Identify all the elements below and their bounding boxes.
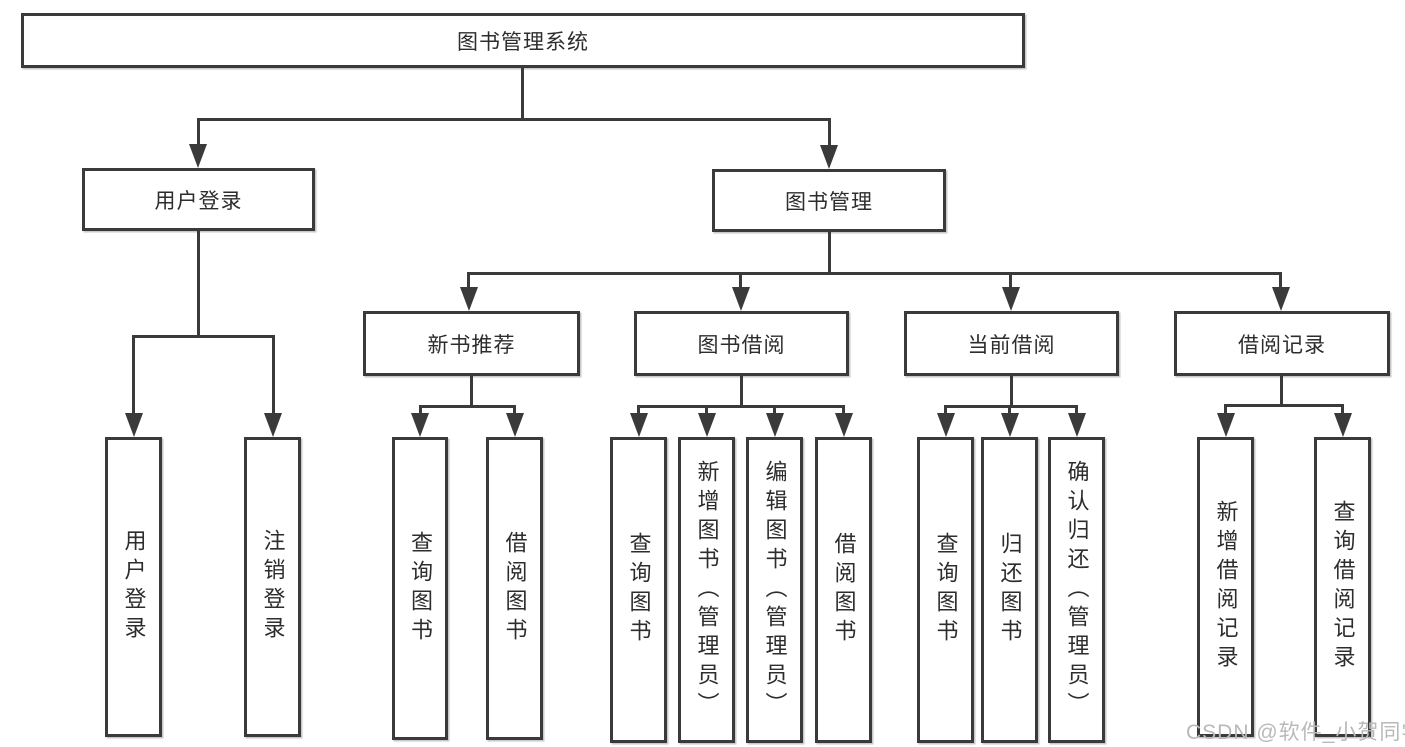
leaf-logout-label: 注销登录 xyxy=(260,529,286,645)
connector-line xyxy=(197,231,200,338)
leaf-borrow-edit-books-admin-label: 编辑图书（管理员） xyxy=(762,459,788,721)
leaf-current-confirm-return-admin-label: 确认归还（管理员） xyxy=(1064,459,1090,721)
arrow-down-icon xyxy=(820,145,838,169)
arrow-down-icon xyxy=(1334,413,1352,437)
leaf-current-query-books-label: 查询图书 xyxy=(933,532,959,648)
node-new-book-recommend: 新书推荐 xyxy=(363,311,580,376)
node-book-borrow: 图书借阅 xyxy=(634,311,849,376)
leaf-records-add-record: 新增借阅记录 xyxy=(1197,437,1254,737)
connector-line xyxy=(944,405,947,415)
arrow-down-icon xyxy=(506,413,524,437)
node-current-borrow-label: 当前借阅 xyxy=(967,333,1056,357)
leaf-records-add-record-label: 新增借阅记录 xyxy=(1213,500,1239,674)
arrow-down-icon xyxy=(1001,413,1019,437)
node-book-management: 图书管理 xyxy=(712,169,946,232)
leaf-current-confirm-return-admin: 确认归还（管理员） xyxy=(1048,437,1105,743)
node-borrow-records: 借阅记录 xyxy=(1174,311,1390,376)
connector-line xyxy=(272,335,275,415)
connector-line xyxy=(132,335,135,415)
connector-line xyxy=(1010,376,1013,408)
connector-line xyxy=(1279,272,1282,289)
connector-line xyxy=(637,405,640,415)
leaf-borrow-borrow-books-label: 借阅图书 xyxy=(831,532,857,648)
arrow-down-icon xyxy=(264,413,282,437)
connector-line xyxy=(828,118,831,147)
connector-line xyxy=(1008,405,1011,415)
connector-line xyxy=(132,335,275,338)
arrow-down-icon xyxy=(460,287,478,311)
leaf-recommend-borrow-books: 借阅图书 xyxy=(486,437,543,740)
leaf-borrow-edit-books-admin: 编辑图书（管理员） xyxy=(746,437,803,743)
arrow-down-icon xyxy=(411,413,429,437)
arrow-down-icon xyxy=(125,413,143,437)
node-root-label: 图书管理系统 xyxy=(457,30,589,54)
arrow-down-icon xyxy=(937,413,955,437)
connector-line xyxy=(773,405,776,415)
connector-line xyxy=(521,68,524,118)
arrow-down-icon xyxy=(698,413,716,437)
leaf-logout: 注销登录 xyxy=(244,437,301,737)
connector-line xyxy=(1075,405,1078,415)
node-user-login-label: 用户登录 xyxy=(154,189,243,213)
leaf-user-login: 用户登录 xyxy=(105,437,162,737)
node-root-system: 图书管理系统 xyxy=(21,13,1025,68)
connector-line xyxy=(828,232,831,275)
leaf-borrow-add-books-admin: 新增图书（管理员） xyxy=(678,437,735,743)
connector-line xyxy=(739,272,742,289)
connector-line xyxy=(467,272,1282,275)
leaf-records-query-record-label: 查询借阅记录 xyxy=(1330,500,1356,674)
connector-line xyxy=(513,405,516,415)
connector-line xyxy=(419,405,516,408)
leaf-current-return-books-label: 归还图书 xyxy=(997,532,1023,648)
leaf-current-query-books: 查询图书 xyxy=(917,437,974,743)
leaf-recommend-query-books-label: 查询图书 xyxy=(408,530,433,647)
connector-line xyxy=(1009,272,1012,289)
connector-line xyxy=(1341,404,1344,415)
node-book-management-label: 图书管理 xyxy=(785,190,873,214)
connector-line xyxy=(467,272,470,289)
node-user-login: 用户登录 xyxy=(82,168,315,231)
leaf-recommend-borrow-books-label: 借阅图书 xyxy=(502,530,528,647)
leaf-borrow-borrow-books: 借阅图书 xyxy=(815,437,872,743)
arrow-down-icon xyxy=(1217,413,1235,437)
node-book-borrow-label: 图书借阅 xyxy=(697,333,786,357)
connector-line xyxy=(1280,376,1283,407)
leaf-borrow-query-books: 查询图书 xyxy=(610,437,667,743)
connector-line xyxy=(1224,404,1227,415)
connector-line xyxy=(637,405,845,408)
leaf-current-return-books: 归还图书 xyxy=(981,437,1038,743)
connector-line xyxy=(470,376,473,408)
arrow-down-icon xyxy=(189,144,207,168)
connector-line xyxy=(197,118,831,121)
connector-line xyxy=(197,118,200,146)
connector-line xyxy=(944,405,1078,408)
arrow-down-icon xyxy=(1002,287,1020,311)
node-new-book-recommend-label: 新书推荐 xyxy=(427,333,516,357)
leaf-user-login-label: 用户登录 xyxy=(121,529,147,645)
connector-line xyxy=(1224,404,1344,407)
connector-line xyxy=(740,376,743,408)
arrow-down-icon xyxy=(1272,287,1290,311)
arrow-down-icon xyxy=(766,413,784,437)
leaf-borrow-query-books-label: 查询图书 xyxy=(626,532,652,648)
leaf-borrow-add-books-admin-label: 新增图书（管理员） xyxy=(694,459,720,721)
csdn-watermark: CSDN @软件_小贺同学 xyxy=(1186,721,1405,744)
arrow-down-icon xyxy=(1068,413,1086,437)
arrow-down-icon xyxy=(835,413,853,437)
node-borrow-records-label: 借阅记录 xyxy=(1238,333,1326,357)
node-current-borrow: 当前借阅 xyxy=(904,311,1119,376)
connector-line xyxy=(419,405,422,415)
connector-line xyxy=(705,405,708,415)
arrow-down-icon xyxy=(630,413,648,437)
leaf-recommend-query-books: 查询图书 xyxy=(392,437,448,740)
arrow-down-icon xyxy=(732,287,750,311)
leaf-records-query-record: 查询借阅记录 xyxy=(1314,437,1371,737)
connector-line xyxy=(842,405,845,415)
